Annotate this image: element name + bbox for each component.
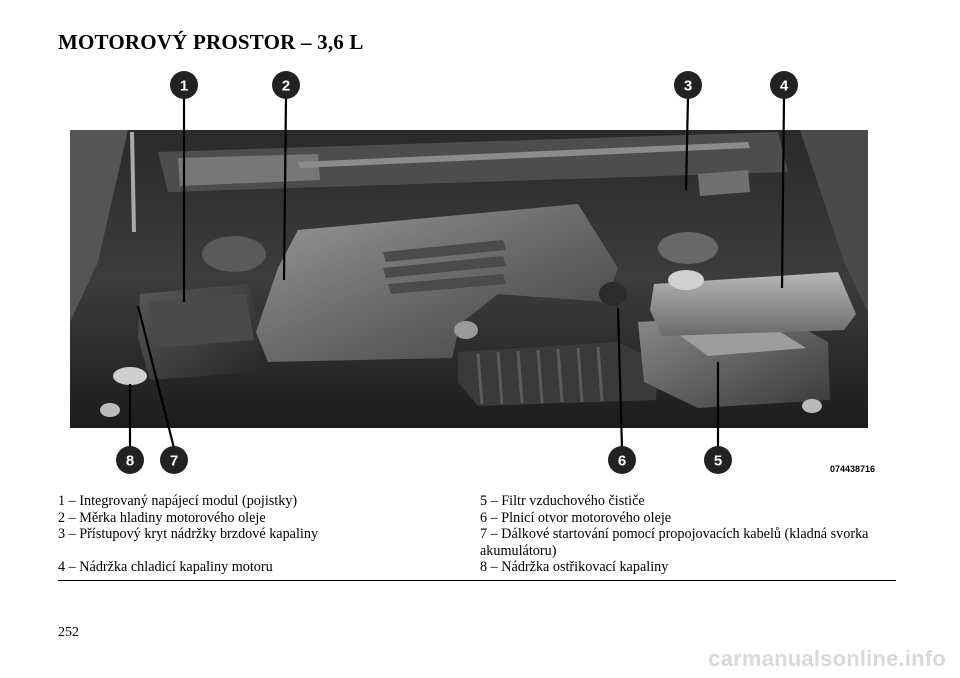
oil-filler — [599, 282, 627, 306]
legend-right-column: 5 – Filtr vzduchového čističe 6 – Plnicí… — [480, 493, 896, 576]
engine-compartment-figure: 1 2 3 4 8 7 6 5 074438716 — [58, 62, 894, 482]
callout-5: 5 — [704, 446, 732, 474]
svg-text:6: 6 — [618, 453, 626, 470]
svg-text:8: 8 — [126, 453, 134, 470]
svg-text:3: 3 — [684, 78, 692, 95]
svg-text:4: 4 — [780, 78, 789, 95]
callout-7: 7 — [160, 446, 188, 474]
watermark: carmanualsonline.info — [708, 646, 946, 671]
legend-item-1: 1 – Integrovaný napájecí modul (pojistky… — [58, 493, 298, 509]
washer-cap — [113, 367, 147, 385]
legend-item-7: 7 – Dálkové startování pomocí propojovac… — [480, 526, 869, 559]
legend-item-4: 4 – Nádržka chladicí kapaliny motoru — [58, 559, 273, 575]
coolant-tank — [650, 272, 856, 336]
brake-fluid-cover — [698, 170, 750, 196]
callout-4: 4 — [770, 71, 798, 99]
callout-8: 8 — [116, 446, 144, 474]
callout-6: 6 — [608, 446, 636, 474]
svg-text:1: 1 — [180, 78, 188, 95]
image-code: 074438716 — [830, 464, 875, 474]
svg-text:7: 7 — [170, 453, 178, 470]
engine-bay-photo — [70, 130, 868, 428]
legend-item-6: 6 – Plnicí otvor motorového oleje — [480, 509, 672, 526]
page-number: 252 — [58, 625, 79, 640]
svg-text:2: 2 — [282, 78, 290, 95]
legend-item-5: 5 – Filtr vzduchového čističe — [480, 493, 645, 509]
callout-leaders — [128, 96, 786, 449]
callout-2: 2 — [272, 71, 300, 99]
legend-left-column: 1 – Integrovaný napájecí modul (pojistky… — [58, 493, 468, 576]
callout-3: 3 — [674, 71, 702, 99]
legend-item-2: 2 – Měrka hladiny motorového oleje — [58, 509, 266, 526]
legend-item-8: 8 – Nádržka ostřikovací kapaliny — [480, 559, 669, 575]
callout-1: 1 — [170, 71, 198, 99]
legend-divider — [58, 580, 896, 581]
legend-item-3: 3 – Přístupový kryt nádržky brzdové kapa… — [58, 526, 319, 542]
svg-text:5: 5 — [714, 453, 722, 470]
page-title: MOTOROVÝ PROSTOR – 3,6 L — [58, 30, 364, 54]
